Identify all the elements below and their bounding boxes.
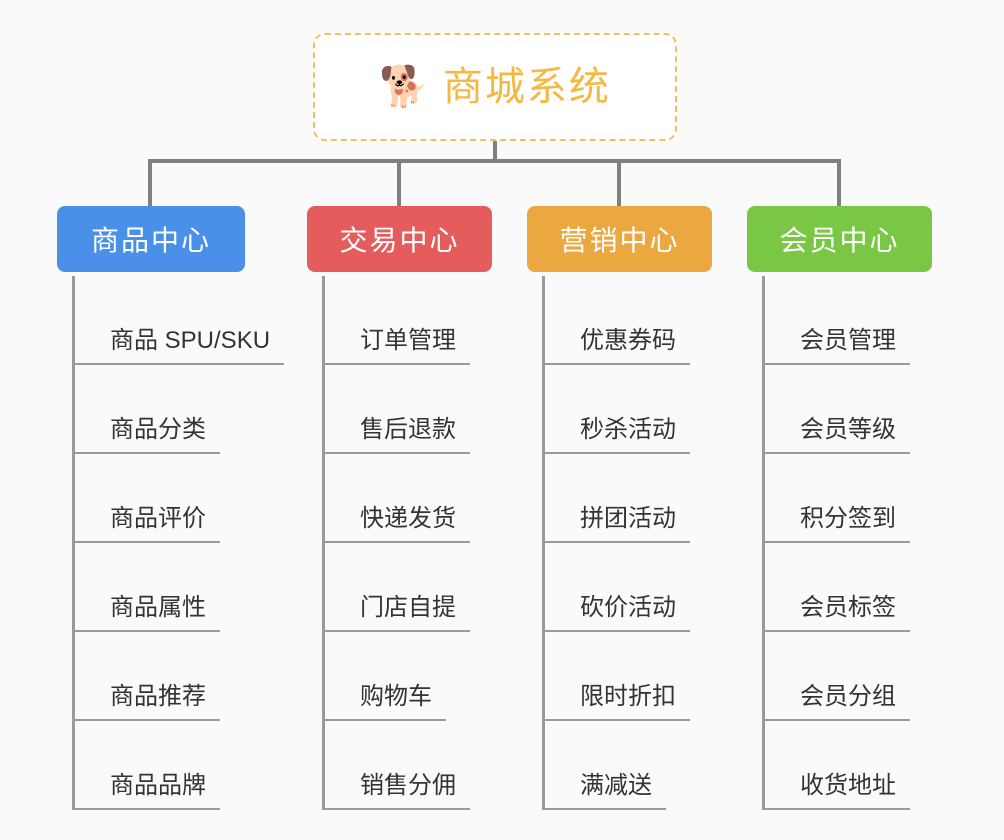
category-label-3: 营销中心 — [559, 225, 680, 256]
category-box-2[interactable]: 交易中心 — [307, 206, 492, 272]
list-item[interactable]: 优惠券码 — [542, 276, 690, 365]
drop-connector-2 — [397, 159, 401, 207]
item-label: 会员等级 — [762, 416, 910, 454]
item-label: 会员标签 — [762, 594, 910, 632]
drop-connector-4 — [837, 159, 841, 207]
item-label: 商品评价 — [72, 505, 220, 543]
list-item[interactable]: 秒杀活动 — [542, 365, 690, 454]
list-item[interactable]: 快递发货 — [322, 454, 470, 543]
list-item[interactable]: 收货地址 — [762, 721, 910, 810]
column-spine-4 — [762, 276, 765, 810]
category-label-4: 会员中心 — [779, 225, 900, 256]
category-box-3[interactable]: 营销中心 — [527, 206, 712, 272]
item-label: 满减送 — [542, 772, 666, 810]
list-item[interactable]: 销售分佣 — [322, 721, 470, 810]
item-label: 门店自提 — [322, 594, 470, 632]
item-label: 商品分类 — [72, 416, 220, 454]
item-label: 积分签到 — [762, 505, 910, 543]
category-box-4[interactable]: 会员中心 — [747, 206, 932, 272]
category-label-1: 商品中心 — [90, 225, 211, 256]
list-item[interactable]: 订单管理 — [322, 276, 470, 365]
list-item[interactable]: 会员标签 — [762, 543, 910, 632]
item-label: 会员分组 — [762, 683, 910, 721]
root-title: 商城系统 — [442, 65, 611, 109]
item-label: 拼团活动 — [542, 505, 690, 543]
list-item[interactable]: 商品属性 — [72, 543, 220, 632]
list-item[interactable]: 售后退款 — [322, 365, 470, 454]
category-label-2: 交易中心 — [339, 225, 460, 256]
list-item[interactable]: 会员等级 — [762, 365, 910, 454]
column-spine-1 — [72, 276, 75, 810]
column-spine-2 — [322, 276, 325, 810]
item-label: 订单管理 — [322, 327, 470, 365]
list-item[interactable]: 限时折扣 — [542, 632, 690, 721]
list-item[interactable]: 砍价活动 — [542, 543, 690, 632]
list-item[interactable]: 商品推荐 — [72, 632, 220, 721]
item-label: 优惠券码 — [542, 327, 690, 365]
list-item[interactable]: 拼团活动 — [542, 454, 690, 543]
item-label: 商品属性 — [72, 594, 220, 632]
list-item[interactable]: 积分签到 — [762, 454, 910, 543]
item-label: 售后退款 — [322, 416, 470, 454]
item-label: 会员管理 — [762, 327, 910, 365]
category-box-1[interactable]: 商品中心 — [57, 206, 245, 272]
shiba-dog-face-icon: 🐕 — [379, 65, 429, 109]
item-label: 砍价活动 — [542, 594, 690, 632]
item-label: 限时折扣 — [542, 683, 690, 721]
item-label: 商品品牌 — [72, 772, 220, 810]
item-label: 销售分佣 — [322, 772, 470, 810]
list-item[interactable]: 会员管理 — [762, 276, 910, 365]
list-item[interactable]: 购物车 — [322, 632, 446, 721]
item-label: 快递发货 — [322, 505, 470, 543]
column-spine-3 — [542, 276, 545, 810]
list-item[interactable]: 商品品牌 — [72, 721, 220, 810]
item-label: 商品 SPU/SKU — [72, 327, 285, 365]
horizontal-bus-connector — [150, 159, 840, 163]
item-label: 秒杀活动 — [542, 416, 690, 454]
list-item[interactable]: 商品分类 — [72, 365, 220, 454]
root-node[interactable]: 🐕 商城系统 — [313, 33, 677, 141]
item-label: 商品推荐 — [72, 683, 220, 721]
item-label: 购物车 — [322, 683, 446, 721]
list-item[interactable]: 会员分组 — [762, 632, 910, 721]
list-item[interactable]: 商品 SPU/SKU — [72, 276, 285, 365]
list-item[interactable]: 商品评价 — [72, 454, 220, 543]
list-item[interactable]: 满减送 — [542, 721, 666, 810]
drop-connector-3 — [617, 159, 621, 207]
drop-connector-1 — [148, 159, 152, 207]
list-item[interactable]: 门店自提 — [322, 543, 470, 632]
item-label: 收货地址 — [762, 772, 910, 810]
root-stem-connector — [493, 141, 497, 163]
